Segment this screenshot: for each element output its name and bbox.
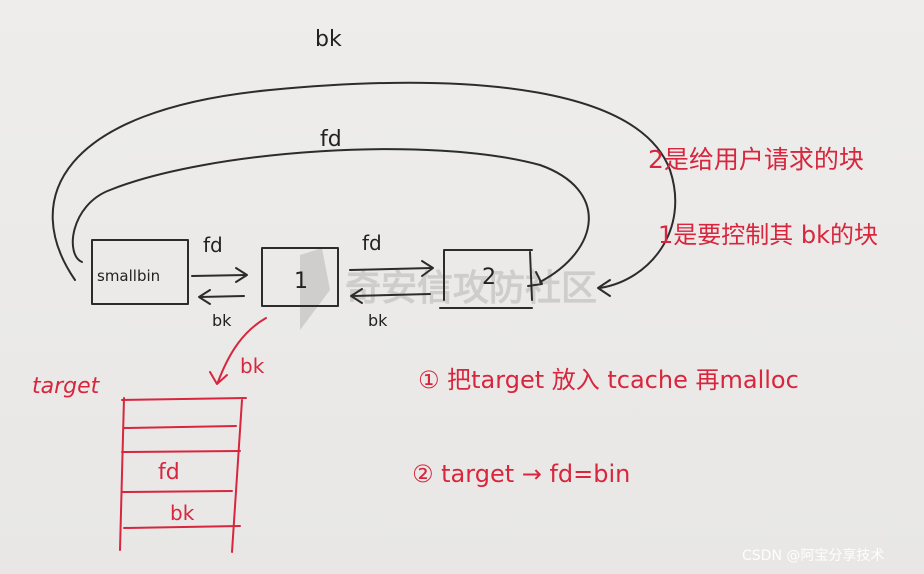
target-label: target xyxy=(32,374,101,399)
fd-arc-arrowhead xyxy=(527,271,543,287)
bk-link-left-arrowhead xyxy=(198,289,211,305)
target-right-edge xyxy=(231,399,243,553)
target-pointer-arrowhead xyxy=(209,371,228,385)
fd-link-right-label: fd xyxy=(362,231,382,255)
bk-link-left-label: bk xyxy=(212,311,232,330)
note-chunk-1: 1是要控制其 bk的块 xyxy=(658,221,878,249)
target-row-top xyxy=(121,397,247,401)
fd-arc xyxy=(71,148,590,283)
smallbin-label: smallbin xyxy=(97,267,160,285)
target-pointer xyxy=(217,317,267,383)
fd-link-right-arrowhead xyxy=(421,260,434,277)
fd-link-left-label: fd xyxy=(203,233,223,257)
target-chunk xyxy=(119,397,247,553)
bk-arc-arrowhead xyxy=(597,279,611,297)
fd-link-left xyxy=(191,274,247,277)
chunk-1-label: 1 xyxy=(294,269,308,294)
bk-link-right-label: bk xyxy=(368,311,388,330)
watermark-text: 奇安信攻防社区 xyxy=(345,268,597,309)
bk-link-right xyxy=(351,293,431,297)
smallbin-node xyxy=(91,239,189,305)
chunk-1-node xyxy=(261,247,339,307)
bk-link-right-arrowhead xyxy=(350,288,363,304)
target-row-3 xyxy=(121,490,233,493)
bk-link-left xyxy=(199,295,245,298)
target-left-edge xyxy=(119,397,125,551)
bk-arc xyxy=(51,81,677,289)
watermark-logo-icon xyxy=(300,248,330,330)
target-bk-label: bk xyxy=(170,501,195,525)
chunk-2-node xyxy=(439,249,533,309)
step-1-text: ① 把target 放入 tcache 再malloc xyxy=(418,366,799,394)
credit-text: CSDN @阿宝分享技术 xyxy=(742,547,884,564)
target-fd-label: fd xyxy=(158,460,180,485)
watermark-group: 奇安信攻防社区 xyxy=(300,248,597,330)
chunk-2-label: 2 xyxy=(482,265,496,290)
target-pointer-label: bk xyxy=(240,354,265,378)
target-row-1 xyxy=(123,425,237,429)
target-row-2 xyxy=(121,450,241,453)
step-2-text: ② target → fd=bin xyxy=(412,460,630,488)
target-row-4 xyxy=(123,525,241,529)
fd-arc-label: fd xyxy=(320,127,342,152)
note-chunk-2: 2是给用户请求的块 xyxy=(648,145,864,174)
fd-link-right xyxy=(349,267,433,271)
bk-arc-label: bk xyxy=(315,27,342,52)
fd-link-left-arrowhead xyxy=(235,267,248,283)
